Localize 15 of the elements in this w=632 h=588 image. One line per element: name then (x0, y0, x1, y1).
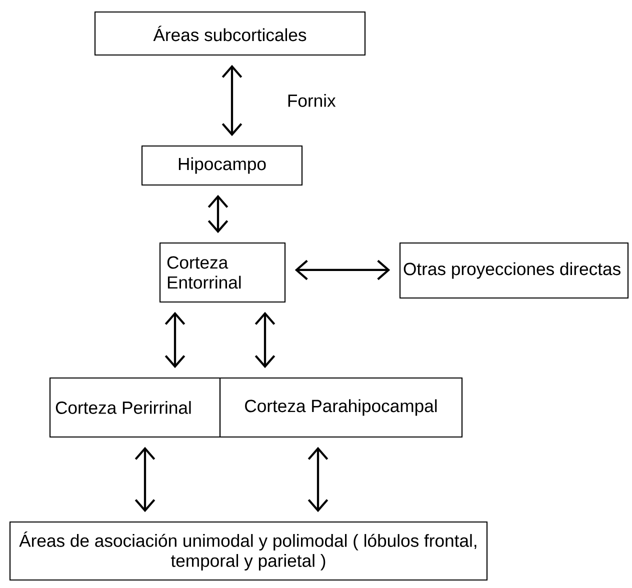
arrow (208, 194, 228, 234)
box: Áreas subcorticales (94, 11, 366, 56)
arrow (222, 64, 242, 136)
box: Corteza Entorrinal (159, 242, 286, 303)
arrow (308, 446, 328, 512)
box: Corteza Parahipocampal (219, 377, 463, 438)
arrow (254, 312, 276, 368)
arrow (164, 312, 186, 368)
box: Áreas de asociación unimodal y polimodal ( lóbulos frontal, temporal y parietal ) (9, 521, 488, 581)
box: Hipocampo (141, 145, 303, 186)
arrow (294, 260, 390, 280)
box: Otras proyecciones directas (399, 242, 629, 299)
arrow (134, 446, 156, 512)
edge-label: Fornix (288, 94, 336, 107)
box: Corteza Perirrinal (49, 377, 221, 438)
